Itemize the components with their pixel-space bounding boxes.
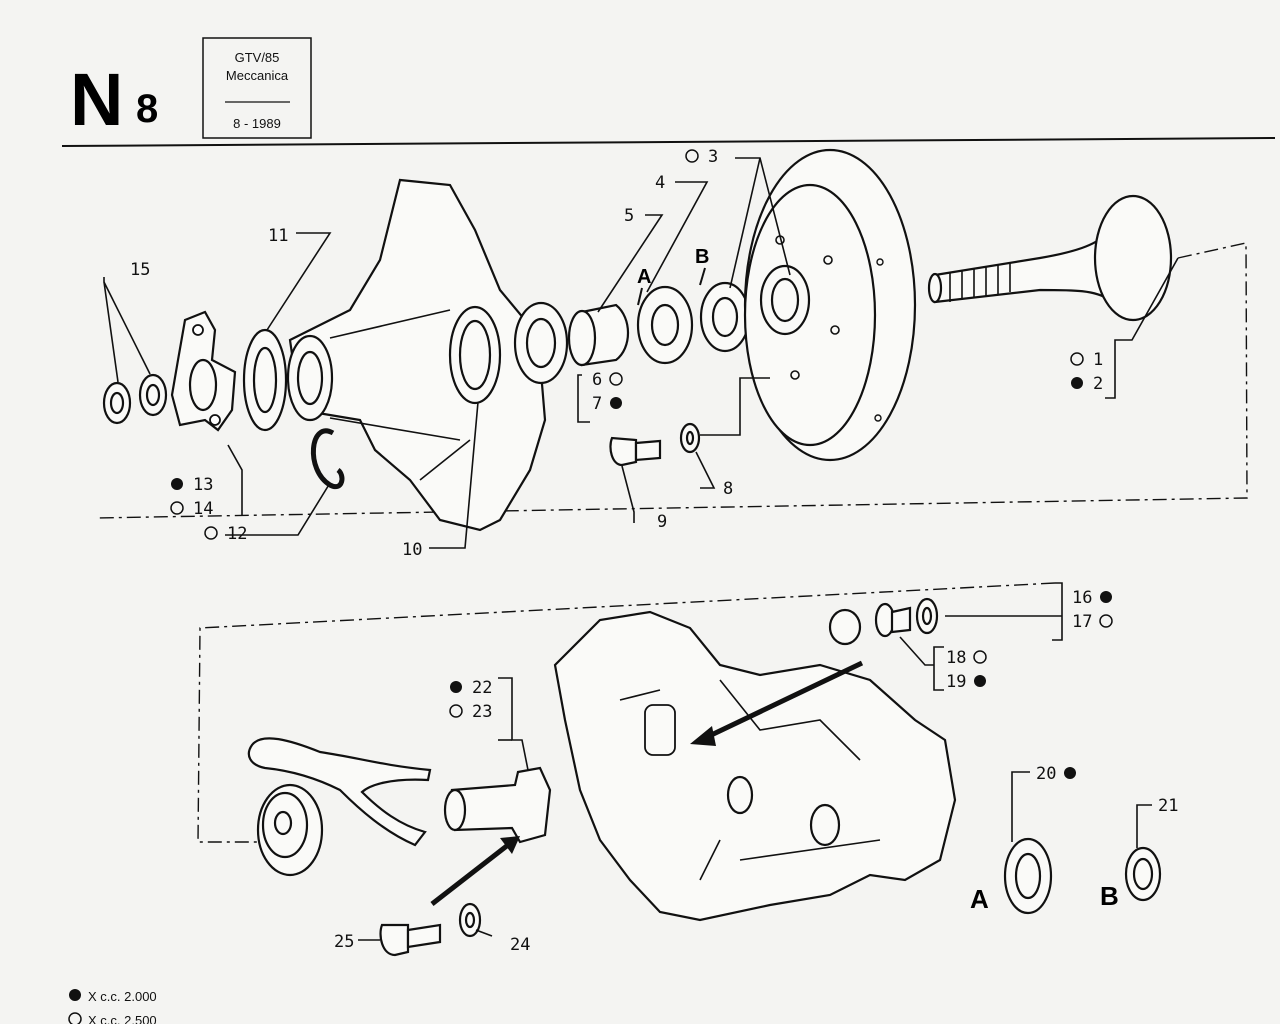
part-11-seal — [242, 328, 288, 432]
marker-open-6 — [609, 372, 623, 386]
callout-4: 4 — [655, 173, 665, 193]
part-12-circlip — [310, 428, 345, 490]
part-25-bolt — [379, 923, 442, 957]
part-fork — [247, 737, 432, 847]
marker-filled-13 — [171, 478, 183, 490]
callout-18: 18 — [946, 648, 966, 668]
marker-open-17 — [1099, 614, 1113, 628]
detail-letter-b-top: B — [695, 246, 709, 268]
marker-open-23 — [449, 704, 463, 718]
part-8-washer — [679, 422, 701, 454]
part-10-housing — [286, 178, 547, 532]
callout-16: 16 — [1072, 588, 1092, 608]
date-label: 8 - 1989 — [233, 116, 281, 131]
marker-filled-2 — [1071, 377, 1083, 389]
leader-lines — [103, 157, 1179, 941]
section-letter: N — [70, 58, 123, 141]
marker-open-12 — [204, 526, 218, 540]
callout-24: 24 — [510, 935, 530, 955]
marker-filled-20 — [1064, 767, 1076, 779]
part-5-spacer — [567, 303, 629, 367]
callout-12: 12 — [227, 524, 247, 544]
marker-open-1 — [1070, 352, 1084, 366]
assembly-guides — [94, 242, 1248, 843]
detail-letter-b-bottom: B — [1100, 881, 1119, 911]
part-1-axle-shaft — [927, 194, 1173, 322]
callout-21: 21 — [1158, 796, 1178, 816]
callout-3: 3 — [708, 147, 718, 167]
part-release-bearing — [256, 783, 324, 877]
callout-22: 22 — [472, 678, 492, 698]
detail-letter-a-bottom: A — [970, 884, 989, 914]
marker-open-18 — [973, 650, 987, 664]
model-label: GTV/85 — [235, 50, 280, 65]
category-label: Meccanica — [226, 68, 289, 83]
part-brake-drum — [743, 148, 917, 462]
section-number: 8 — [136, 87, 158, 131]
legend-open-marker — [68, 1012, 82, 1024]
callout-10: 10 — [402, 540, 422, 560]
part-9-bolt — [609, 436, 662, 467]
info-box — [202, 37, 312, 139]
legend-filled-marker — [69, 989, 81, 1001]
marker-open-3 — [685, 149, 699, 163]
callout-11: 11 — [268, 226, 288, 246]
callout-17: 17 — [1072, 612, 1092, 632]
callout-1: 1 — [1093, 350, 1103, 370]
callout-2: 2 — [1093, 374, 1103, 394]
part-gearbox-case — [553, 610, 957, 922]
part-24-washer — [458, 902, 482, 938]
callout-13: 13 — [193, 475, 213, 495]
part-16-washer — [915, 597, 939, 635]
callout-7: 7 — [592, 394, 602, 414]
marker-filled-22 — [450, 681, 462, 693]
detail-letters: A B A B — [637, 246, 1119, 914]
part-4-bearing-a — [636, 285, 694, 365]
part-15-nuts — [102, 373, 168, 425]
marker-filled-19 — [974, 675, 986, 687]
legend-filled-text: X c.c. 2.000 — [88, 989, 157, 1004]
part-20-seal-a — [1003, 837, 1053, 915]
callout-5: 5 — [624, 206, 634, 226]
marker-open-14 — [170, 501, 184, 515]
part-3-seal-b — [699, 281, 751, 353]
part-13-flange — [170, 310, 237, 432]
callout-8: 8 — [723, 479, 733, 499]
part-18-bleed-screw — [828, 602, 912, 646]
callout-labels: 1234567891011121314151617181920212223242… — [130, 147, 1178, 955]
detail-letter-a-top: A — [637, 266, 651, 288]
callout-15: 15 — [130, 260, 150, 280]
part-21-seal-b — [1124, 846, 1162, 902]
part-6-bearing — [513, 301, 569, 385]
marker-filled-16 — [1100, 591, 1112, 603]
callout-20: 20 — [1036, 764, 1056, 784]
callout-14: 14 — [193, 499, 213, 519]
callout-23: 23 — [472, 702, 492, 722]
header: N 8 GTV/85 Meccanica 8 - 1989 — [61, 37, 1276, 147]
callout-6: 6 — [592, 370, 602, 390]
legend: X c.c. 2.000 X c.c. 2.500 — [68, 989, 157, 1024]
callout-19: 19 — [946, 672, 966, 692]
header-rule — [61, 137, 1276, 147]
assembly-arrows — [430, 660, 864, 906]
part-22-guide-tube — [443, 766, 552, 844]
marker-filled-7 — [610, 397, 622, 409]
legend-open-text: X c.c. 2.500 — [88, 1013, 157, 1024]
callout-25: 25 — [334, 932, 354, 952]
callout-9: 9 — [657, 512, 667, 532]
